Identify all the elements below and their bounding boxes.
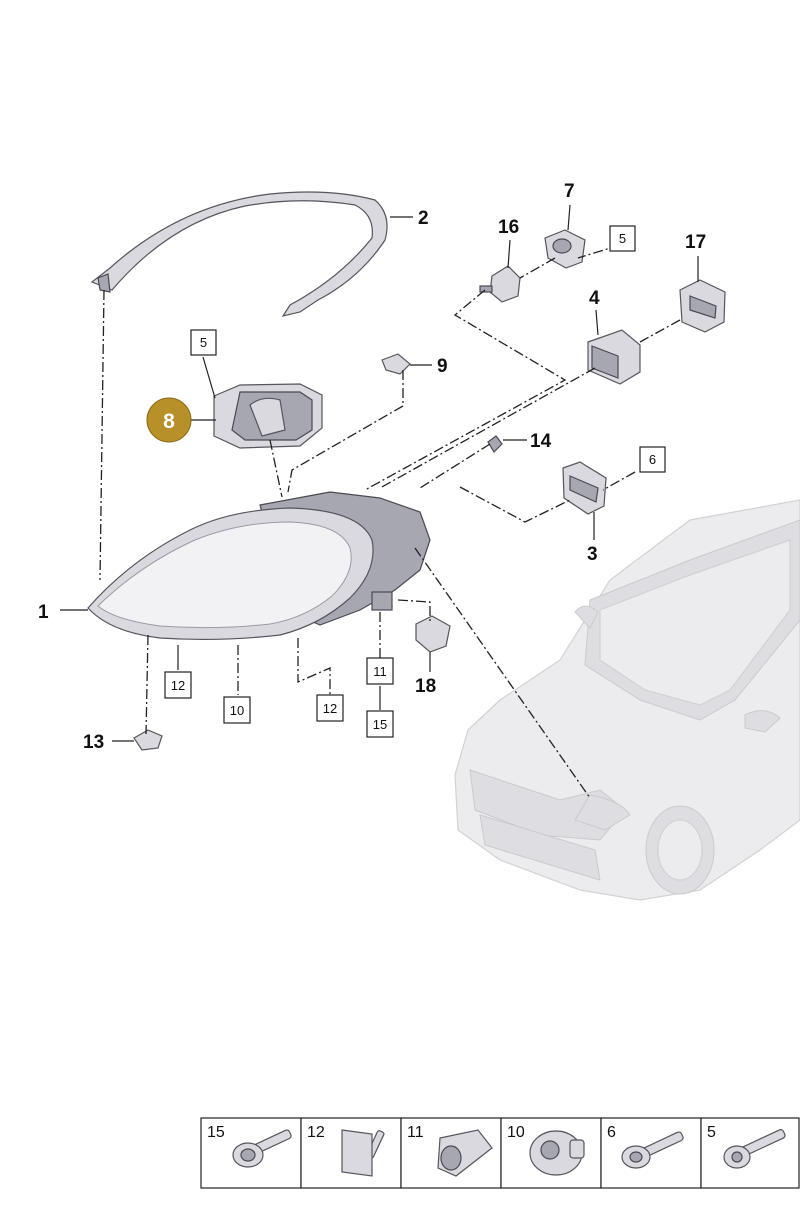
- bracket-part: [544, 229, 586, 269]
- legend-cell-12[interactable]: 12: [300, 1117, 402, 1189]
- svg-text:15: 15: [373, 717, 387, 732]
- clip-part: [487, 435, 503, 453]
- callout-14: 14: [530, 431, 552, 452]
- headlight-part: [87, 491, 431, 641]
- svg-text:5: 5: [707, 1124, 716, 1141]
- callout-4: 4: [589, 288, 600, 309]
- svg-text:15: 15: [207, 1124, 225, 1141]
- actuator-part: [479, 265, 521, 303]
- box-ref-5-left: 5: [190, 329, 217, 356]
- callout-17: 17: [685, 232, 706, 253]
- torx-screw-icon: [723, 1129, 786, 1169]
- callout-3: 3: [587, 544, 598, 565]
- svg-text:12: 12: [171, 678, 185, 693]
- callout-2: 2: [418, 208, 429, 229]
- box-ref-11: 11: [366, 657, 394, 685]
- vehicle-silhouette: [454, 499, 800, 901]
- small-mount-part: [381, 353, 411, 375]
- legend-cell-11[interactable]: 11: [400, 1117, 502, 1189]
- ballast-part: [415, 615, 451, 653]
- legend-cell-15[interactable]: 15: [200, 1117, 302, 1189]
- box-ref-6: 6: [639, 446, 666, 473]
- svg-text:6: 6: [649, 452, 656, 467]
- callout-16: 16: [498, 217, 519, 238]
- legend-cell-5[interactable]: 5: [700, 1117, 800, 1189]
- svg-text:10: 10: [230, 703, 244, 718]
- square-plate-stud-icon: [341, 1129, 385, 1177]
- callout-9: 9: [437, 356, 448, 377]
- svg-text:11: 11: [407, 1124, 424, 1141]
- callout-13: 13: [83, 732, 104, 753]
- svg-text:5: 5: [619, 231, 626, 246]
- callout-18: 18: [415, 676, 436, 697]
- svg-text:10: 10: [507, 1124, 525, 1141]
- highlight-badge: [146, 397, 192, 443]
- expansion-nut-icon: [437, 1129, 493, 1177]
- holder-frame-part: [679, 279, 726, 333]
- svg-text:12: 12: [307, 1124, 325, 1141]
- control-unit-part: [587, 329, 641, 385]
- svg-text:11: 11: [373, 664, 387, 679]
- callout-8: 8: [163, 410, 175, 433]
- leader-lines: [60, 204, 699, 799]
- washer-screw-icon: [621, 1131, 684, 1169]
- callout-1: 1: [38, 602, 49, 623]
- box-ref-10: 10: [223, 696, 251, 724]
- fastener-legend: 15 12 11 10: [200, 1117, 800, 1189]
- box-ref-12-left: 12: [164, 671, 192, 699]
- clip-nut-icon: [529, 1130, 585, 1176]
- callout-7: 7: [564, 181, 575, 202]
- legend-cell-6[interactable]: 6: [600, 1117, 702, 1189]
- svg-text:6: 6: [607, 1124, 616, 1141]
- trim-strip-part: [90, 191, 388, 317]
- box-ref-12-right: 12: [316, 694, 344, 722]
- flange-bolt-icon: [232, 1129, 292, 1168]
- svg-text:12: 12: [323, 701, 337, 716]
- highlighted-callout-8[interactable]: 8: [146, 397, 192, 443]
- highlighted-module-part: [213, 383, 323, 449]
- legend-cell-10[interactable]: 10: [500, 1117, 602, 1189]
- nut-part: [133, 729, 163, 751]
- box-ref-5-top: 5: [609, 225, 636, 252]
- module-bracket-part: [562, 461, 607, 515]
- svg-text:5: 5: [200, 335, 207, 350]
- box-ref-15: 15: [366, 710, 394, 738]
